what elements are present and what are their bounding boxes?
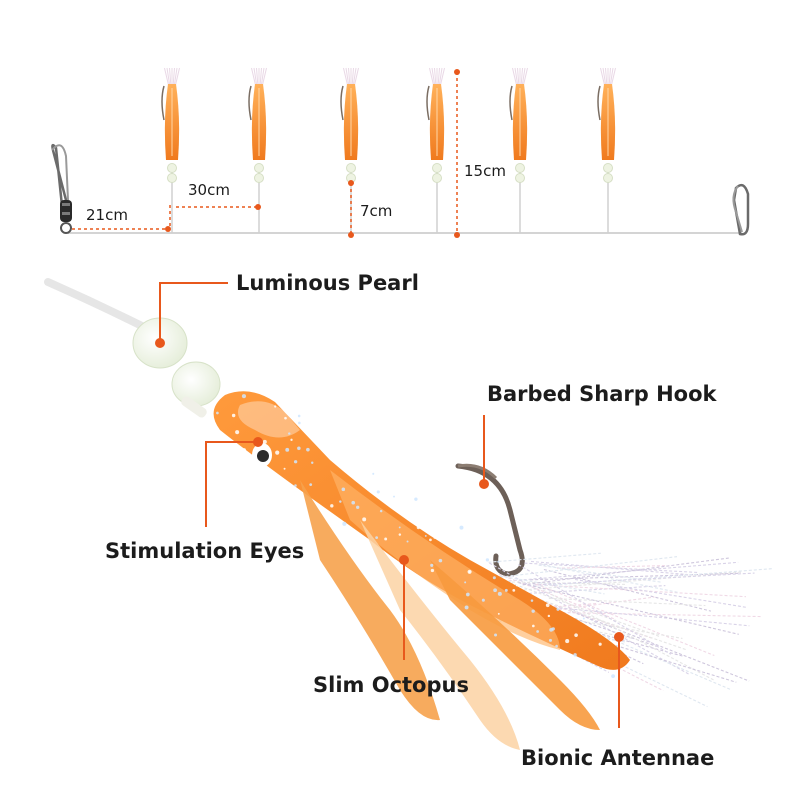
callout-label-bionic-antennae: Bionic Antennae: [521, 746, 714, 770]
dimension-label-15cm: 15cm: [464, 162, 506, 180]
mini-lure-1: [161, 67, 180, 233]
rig-overview: 21cm 30cm 7cm 15cm: [51, 67, 750, 238]
mini-lure-6: [597, 67, 616, 233]
dimension-21cm: 21cm: [72, 205, 171, 232]
callout-label-luminous-pearl: Luminous Pearl: [236, 271, 419, 295]
dimension-label-21cm: 21cm: [86, 206, 128, 224]
mini-lure-3: [340, 67, 359, 233]
callout-slim-octopus: Slim Octopus: [313, 555, 469, 697]
dimension-30cm: 30cm: [176, 181, 261, 210]
mini-lures: [161, 67, 616, 233]
dimension-label-7cm: 7cm: [360, 202, 392, 220]
hook-icon: [455, 463, 525, 577]
octopus-skirt: [213, 391, 631, 750]
callout-label-barbed-hook: Barbed Sharp Hook: [487, 382, 718, 406]
luminous-pearls: [132, 317, 221, 418]
leader-line: [44, 278, 154, 334]
lure-detail: Luminous Pearl Barbed Sharp Hook Stimula…: [44, 271, 773, 770]
dimension-7cm: 7cm: [348, 180, 392, 238]
dimension-label-30cm: 30cm: [188, 181, 230, 199]
left-snap-swivel-icon: [51, 143, 72, 234]
callout-label-slim-octopus: Slim Octopus: [313, 673, 469, 697]
callout-luminous-pearl: Luminous Pearl: [155, 271, 419, 348]
callout-stimulation-eyes: Stimulation Eyes: [105, 437, 304, 563]
mini-lure-5: [509, 67, 528, 233]
callout-bionic-antennae: Bionic Antennae: [521, 632, 714, 770]
mini-lure-4: [426, 67, 445, 233]
dimension-15cm: 15cm: [454, 69, 506, 238]
mini-lure-2: [248, 67, 267, 233]
callout-barbed-hook: Barbed Sharp Hook: [479, 382, 718, 489]
right-snap-icon: [732, 183, 750, 236]
callout-label-stimulation-eyes: Stimulation Eyes: [105, 539, 304, 563]
